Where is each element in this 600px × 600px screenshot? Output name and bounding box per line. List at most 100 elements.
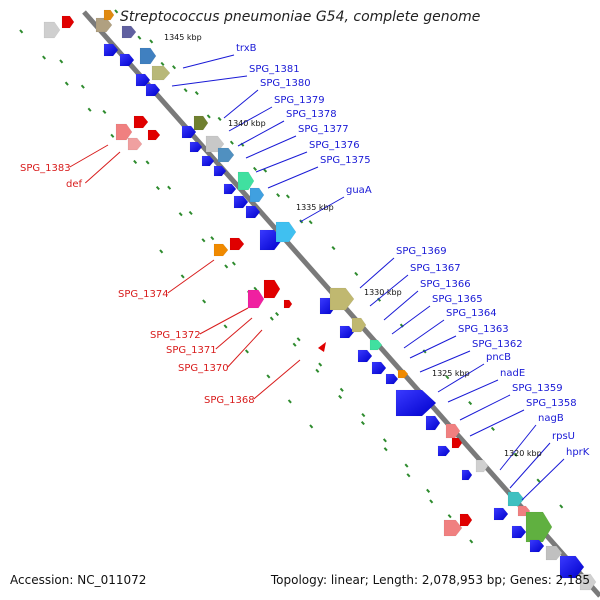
- label-leader-lines: [69, 54, 565, 501]
- gene-block: [127, 137, 143, 151]
- gene-label-spg-1359: SPG_1359: [512, 383, 563, 394]
- tick-mark: [468, 401, 473, 406]
- leader-line: [84, 151, 121, 184]
- tick-mark: [202, 299, 207, 304]
- gene-labels: trxBSPG_1381SPG_1380SPG_1379SPG_1378SPG_…: [20, 43, 590, 458]
- gene-label-nade: nadE: [500, 368, 525, 379]
- tick-mark: [276, 193, 281, 198]
- gene-label-spg-1381: SPG_1381: [249, 64, 300, 75]
- tick-mark: [201, 238, 206, 243]
- gene-label-spg-1362: SPG_1362: [472, 339, 523, 350]
- gene-label-spg-1364: SPG_1364: [446, 308, 497, 319]
- leader-line: [223, 89, 259, 119]
- tick-mark: [404, 463, 409, 468]
- tick-mark: [275, 311, 280, 317]
- gene-block: [229, 237, 245, 251]
- gene-label-spg-1366: SPG_1366: [420, 279, 471, 290]
- tick-mark: [149, 39, 154, 44]
- leader-line: [391, 305, 431, 335]
- gene-block: [461, 469, 473, 481]
- tick-mark: [426, 488, 431, 493]
- tick-mark: [87, 107, 92, 112]
- kbp-label: 1345 kbp: [164, 33, 202, 42]
- tick-mark: [102, 109, 107, 114]
- leader-line: [69, 144, 109, 168]
- gene-label-spg-1378: SPG_1378: [286, 109, 337, 120]
- tick-mark: [155, 186, 160, 191]
- gene-label-spg-1376: SPG_1376: [309, 140, 360, 151]
- tick-mark: [42, 55, 47, 60]
- tick-mark: [296, 337, 301, 342]
- tick-mark: [194, 91, 199, 96]
- tick-mark: [339, 387, 344, 392]
- leader-line: [469, 409, 525, 437]
- tick-mark: [513, 452, 518, 457]
- gene-block: [213, 243, 229, 257]
- gene-block: [213, 165, 227, 177]
- tick-mark: [383, 447, 388, 452]
- kbp-label: 1320 kbp: [504, 449, 542, 458]
- accession-text: Accession: NC_011072: [10, 573, 147, 587]
- kbp-label: 1325 kbp: [432, 369, 470, 378]
- leader-line: [182, 54, 235, 69]
- gene-block: [339, 325, 355, 339]
- tick-mark: [110, 133, 115, 138]
- gene-block: [559, 555, 585, 579]
- leader-line: [419, 350, 471, 373]
- tick-mark: [318, 362, 323, 367]
- gene-block: [395, 389, 437, 417]
- tick-mark: [490, 426, 495, 431]
- gene-block: [371, 361, 387, 375]
- gene-block: [249, 187, 265, 203]
- gene-features: [43, 9, 597, 591]
- leader-line: [437, 363, 485, 393]
- tick-mark: [263, 168, 268, 173]
- tick-mark: [338, 394, 343, 400]
- gene-label-spg-1369: SPG_1369: [396, 246, 447, 257]
- gene-block: [237, 171, 255, 191]
- tick-mark: [253, 166, 257, 171]
- gene-block: [103, 9, 115, 21]
- leader-line: [409, 335, 457, 359]
- gene-label-spg-1365: SPG_1365: [432, 294, 483, 305]
- tick-mark: [229, 140, 234, 145]
- gene-block: [545, 545, 563, 561]
- leader-line: [383, 290, 419, 321]
- tick-mark: [180, 274, 185, 279]
- tick-mark: [382, 438, 387, 443]
- gene-block: [247, 289, 265, 309]
- leader-line: [403, 319, 445, 349]
- gene-label-def: def: [66, 179, 83, 190]
- topology-text: Topology: linear; Length: 2,078,953 bp; …: [270, 573, 590, 587]
- gene-block: [181, 125, 197, 139]
- gene-block: [151, 65, 171, 81]
- gene-label-hprk: hprK: [566, 447, 590, 458]
- gene-label-spg-1375: SPG_1375: [320, 155, 371, 166]
- gene-block: [139, 47, 157, 65]
- gene-label-trxb: trxB: [236, 43, 257, 54]
- tick-mark: [231, 261, 236, 266]
- tick-mark: [269, 316, 274, 321]
- gene-block: [329, 287, 355, 311]
- tick-mark: [19, 29, 24, 34]
- tick-mark: [145, 160, 150, 165]
- gene-block: [507, 491, 525, 507]
- tick-mark: [361, 413, 366, 418]
- leader-line: [299, 196, 345, 223]
- tick-mark: [287, 399, 292, 404]
- tick-mark: [59, 59, 64, 64]
- gene-arrow: [318, 342, 326, 352]
- gene-block: [133, 115, 149, 129]
- tick-mark: [64, 81, 69, 86]
- tick-mark: [133, 159, 138, 165]
- gene-block: [283, 299, 293, 309]
- gene-label-spg-1370: SPG_1370: [178, 363, 229, 374]
- gene-block: [385, 373, 399, 385]
- gene-label-spg-1377: SPG_1377: [298, 124, 349, 135]
- tick-mark: [224, 264, 229, 269]
- tick-mark: [315, 368, 320, 373]
- gene-label-spg-1367: SPG_1367: [410, 263, 461, 274]
- gene-label-spg-1372: SPG_1372: [150, 330, 201, 341]
- leader-line: [267, 166, 319, 189]
